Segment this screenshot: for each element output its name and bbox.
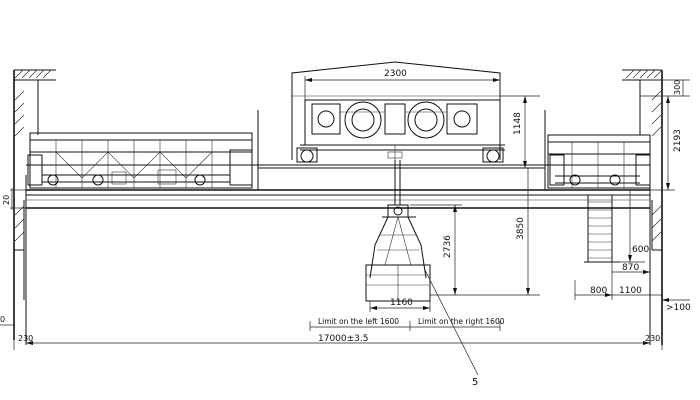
dim-300: 300 (673, 80, 682, 95)
trolley (296, 99, 505, 163)
dim-span: 17000±3.5 (318, 334, 368, 344)
main-girder (26, 110, 650, 209)
dimensions (0, 76, 690, 376)
callout-number: 5 (472, 377, 478, 388)
dim-230-right: 230 (645, 334, 660, 343)
dim-2193: 2193 (673, 129, 683, 152)
dim-20: 20 (2, 195, 11, 205)
dim-2736: 2736 (443, 235, 453, 258)
dim-1160: 1160 (390, 298, 413, 308)
limit-left-label: Limit on the left 1600 (318, 317, 399, 326)
dim-gt100: >100 (666, 303, 691, 313)
limit-right-label: Limit on the right 1600 (418, 317, 505, 326)
grab-bucket (365, 160, 431, 302)
dim-1148: 1148 (513, 112, 523, 135)
dim-230-left: 230 (18, 334, 33, 343)
left-wall (13, 69, 56, 345)
right-end-carriage (547, 134, 651, 189)
access-ladder (584, 195, 620, 263)
dimension-texts: 2300 1148 3850 2736 300 2193 20 600 870 … (0, 69, 691, 388)
right-wall-hatch (625, 69, 662, 242)
dim-1100: 1100 (619, 286, 642, 296)
left-wall-hatch (14, 69, 52, 242)
dim-870: 870 (622, 263, 639, 273)
dim-0: 0 (0, 315, 5, 324)
dim-600: 600 (632, 245, 649, 255)
left-end-carriage (27, 132, 253, 189)
dim-3850: 3850 (516, 217, 526, 240)
dim-800: 800 (590, 286, 607, 296)
dim-2300: 2300 (384, 69, 407, 79)
